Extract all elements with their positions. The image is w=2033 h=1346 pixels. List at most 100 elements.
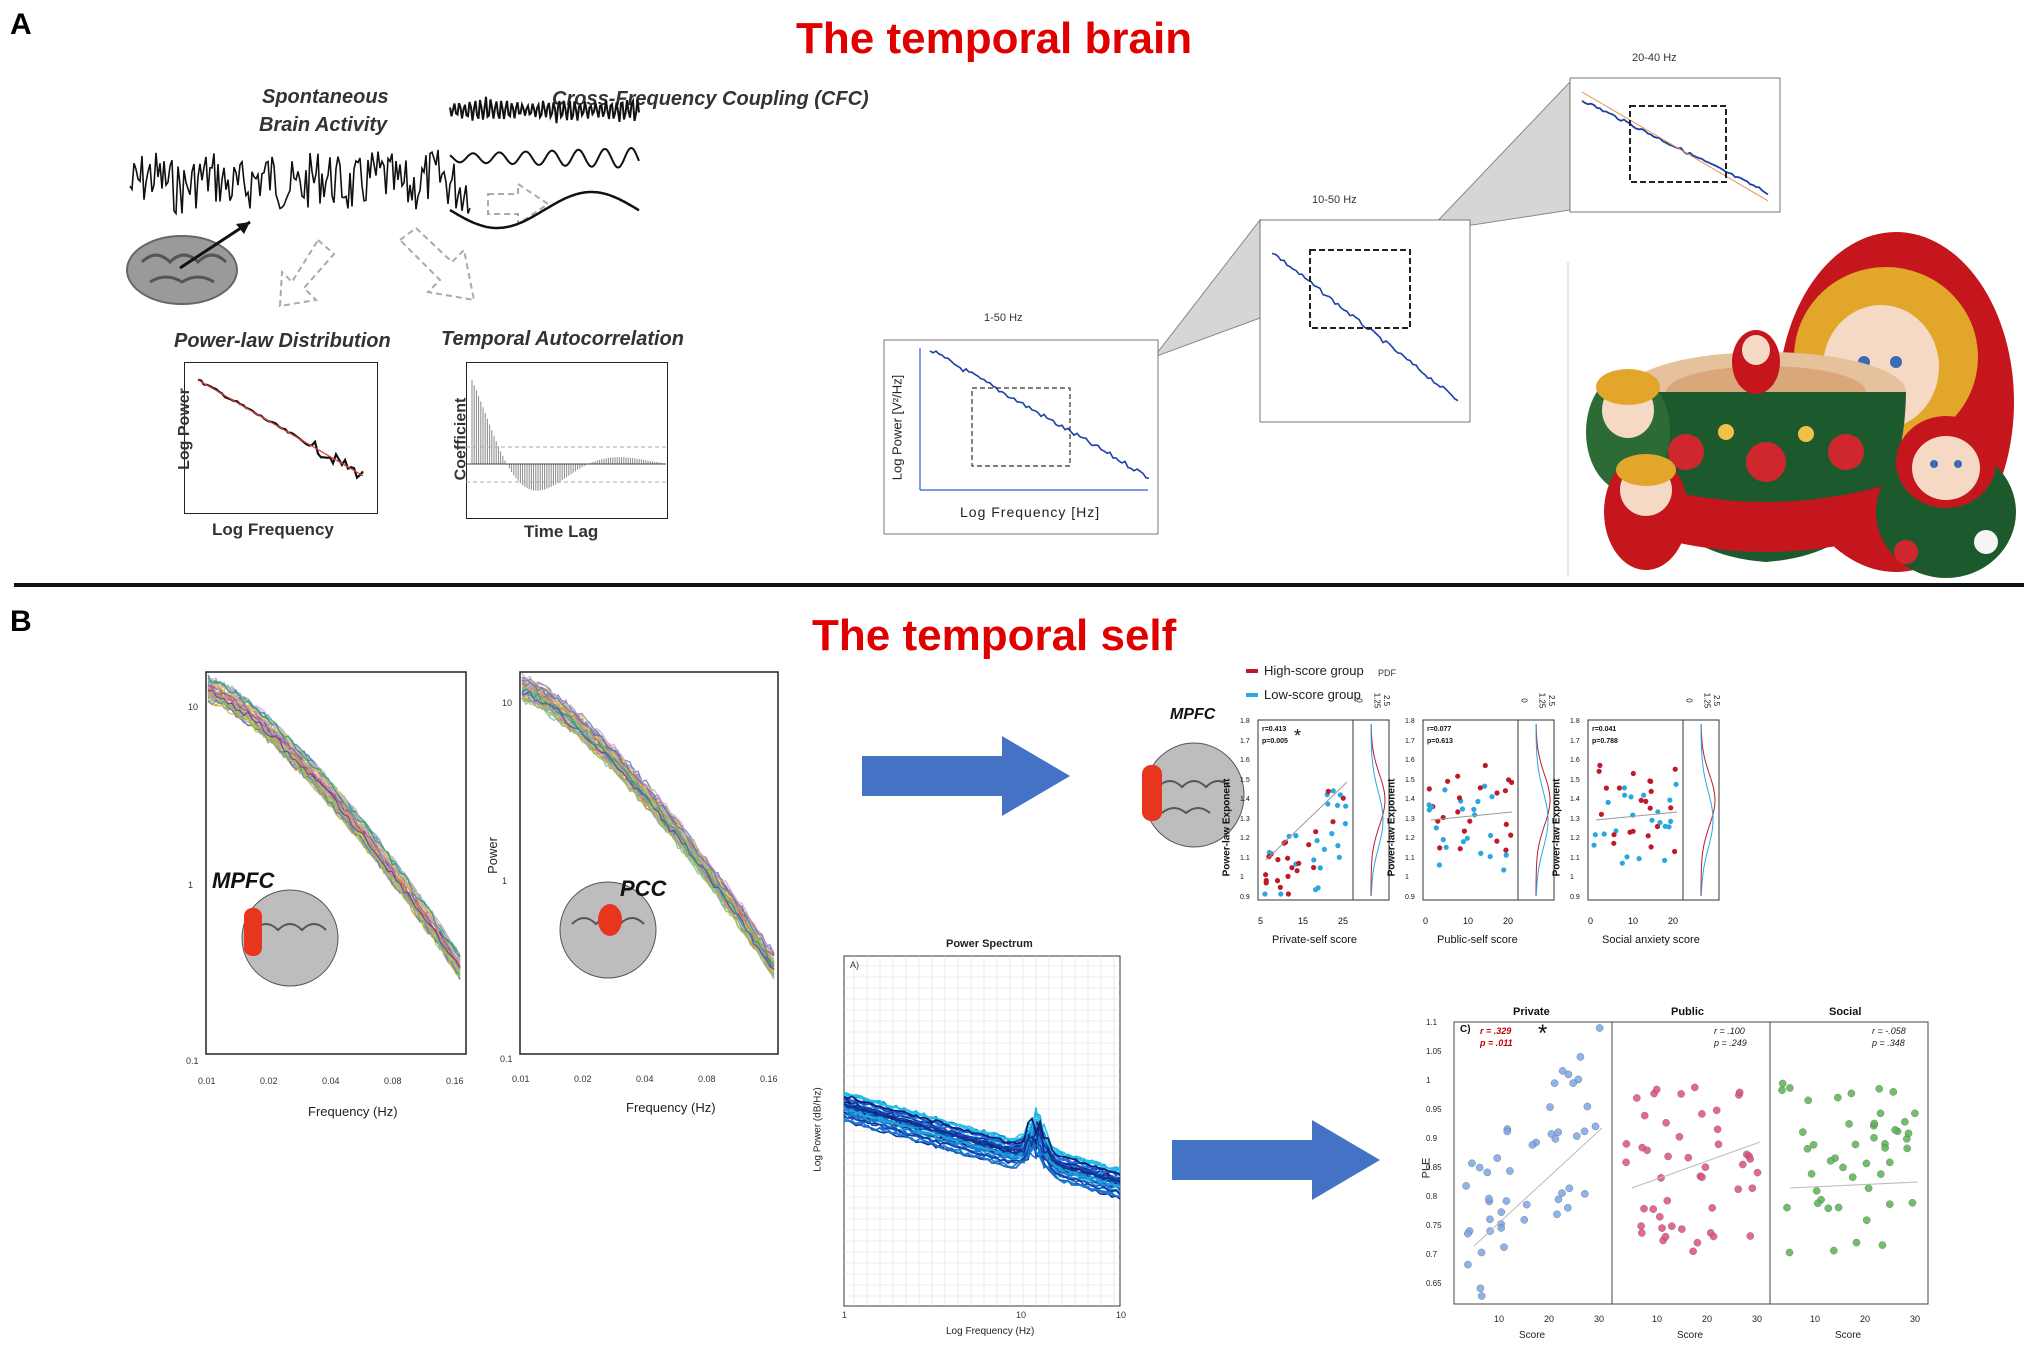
legend-high-swatch <box>1246 668 1258 673</box>
spec-left-xtick: 0.01 <box>198 1076 216 1086</box>
spec-left-ytick-0: 10 <box>188 702 199 712</box>
top-scatter-ytick: 1.7 <box>1570 737 1580 745</box>
spec-left-xlabel: Frequency (Hz) <box>308 1104 398 1119</box>
spec-left-xtick: 0.02 <box>260 1076 278 1086</box>
raw-signal-trace <box>129 149 471 216</box>
cfc-fast-wave <box>449 96 640 124</box>
bottom-faceted-scatter <box>1453 1021 1929 1305</box>
top-scatter-pdf-tick: 1.25 <box>1537 692 1547 709</box>
label-powerlaw-title: Power-law Distribution <box>174 330 391 352</box>
blue-arrow-top <box>862 736 1070 816</box>
bottom-facet-star: * <box>1538 1020 1548 1047</box>
powerlaw-curve <box>197 378 364 480</box>
legend-high: High-score group <box>1246 662 1364 680</box>
bottom-facet-p: p = .348 <box>1872 1038 1905 1048</box>
top-scatter-ytick: 1.6 <box>1405 757 1415 764</box>
bottom-facet-name: Private <box>1513 1006 1550 1018</box>
top-scatter-xlabel: Private-self score <box>1272 934 1357 946</box>
spec-left-ytick-2: 0.1 <box>186 1056 199 1066</box>
top-scatter-ytick: 1.4 <box>1405 796 1415 803</box>
bottom-facet-xlabel: Score <box>1835 1330 1862 1341</box>
eeg-xlabel: Log Frequency (Hz) <box>946 1326 1035 1337</box>
bottom-facet-xlabel: Score <box>1519 1330 1546 1341</box>
top-scatter-r: r=0.077 <box>1427 726 1452 733</box>
bottom-ytick: 1 <box>1426 1076 1431 1085</box>
bottom-panel-letter: C) <box>1460 1024 1471 1035</box>
label-pcc: PCC <box>620 876 667 901</box>
eeg-spectrum-title: Power Spectrum <box>946 938 1033 950</box>
top-scatter-ytick: 0.9 <box>1405 893 1415 901</box>
spec-right-xtick: 0.02 <box>574 1074 592 1084</box>
bottom-facet-name: Public <box>1671 1006 1705 1018</box>
cfc-slow-wave <box>449 190 640 230</box>
powerlaw-ylabel: Log Power <box>175 388 193 470</box>
top-scatter-xtick: 15 <box>1298 916 1309 926</box>
mpfc-brain-icon-scatter <box>1142 742 1245 848</box>
top-scatter-xtick: 0 <box>1588 916 1594 926</box>
eeg-panel-letter: A) <box>850 960 859 970</box>
top-scatter-ytick: 1.8 <box>1570 718 1580 725</box>
top-scatter-ytick: 1.3 <box>1240 815 1250 823</box>
bottom-ytick: 0.95 <box>1426 1105 1442 1114</box>
top-scatter-p: p=0.788 <box>1592 738 1618 745</box>
top-scatter-r: r=0.041 <box>1592 726 1617 733</box>
top-scatter-pdf-tick: 2.5 <box>1547 694 1557 707</box>
top-scatter-ytick: 1 <box>1240 874 1244 881</box>
top-scatter-ylabel: Power-law Exponent <box>1386 778 1398 877</box>
label-mpfc-scatter: MPFC <box>1170 706 1216 723</box>
spec-left-ytick-1: 1 <box>188 880 194 890</box>
top-scatter-ytick: 1.4 <box>1240 796 1250 803</box>
bottom-facet-xtick: 30 <box>1752 1314 1763 1324</box>
top-scatter-plots <box>1257 719 1720 901</box>
title-temporal-brain: The temporal brain <box>796 14 1193 63</box>
top-scatter-p: p=0.005 <box>1262 738 1288 745</box>
spec-left-xtick: 0.04 <box>322 1076 340 1086</box>
top-scatter-xtick: 5 <box>1258 916 1264 926</box>
top-scatter-xtick: 20 <box>1503 916 1514 926</box>
top-scatter-p: p=0.613 <box>1427 738 1453 745</box>
top-scatter-pdf-tick: 1.25 <box>1372 692 1382 709</box>
dashed-arrow-down-left <box>278 238 336 308</box>
legend-low-swatch <box>1246 692 1258 697</box>
spec-right-xlabel: Frequency (Hz) <box>626 1100 716 1115</box>
top-scatter-xtick: 25 <box>1338 916 1349 926</box>
label-brain-activity: Brain Activity <box>259 114 388 136</box>
legend-low-text: Low-score group <box>1264 687 1361 702</box>
bottom-ytick: 1.05 <box>1426 1047 1442 1056</box>
top-scatter-xlabel: Social anxiety score <box>1602 934 1700 946</box>
bottom-ytick: 0.8 <box>1426 1192 1438 1201</box>
bottom-facet-xtick: 10 <box>1810 1314 1821 1324</box>
bottom-facet-xtick: 20 <box>1860 1314 1871 1324</box>
top-scatter-xlabel: Public-self score <box>1437 934 1518 946</box>
spec-right-xtick: 0.16 <box>760 1074 778 1084</box>
top-scatter-ytick: 1.1 <box>1240 854 1250 862</box>
top-scatter-xtick: 10 <box>1463 916 1474 926</box>
spec-right-xtick: 0.01 <box>512 1074 530 1084</box>
top-scatter-pdf-tick: 2.5 <box>1382 694 1392 707</box>
top-scatter-ytick: 1.8 <box>1240 718 1250 725</box>
top-scatter-ytick: 1.7 <box>1240 737 1250 745</box>
panel-letter-b: B <box>10 605 32 638</box>
label-spontaneous: Spontaneous <box>262 86 389 108</box>
section-divider <box>14 583 2024 587</box>
mpfc-brain-icon <box>241 889 339 987</box>
nested-band2-label: 10-50 Hz <box>1312 194 1357 206</box>
autocorr-ylabel: Coefficient <box>452 397 470 481</box>
top-scatter-ytick: 1 <box>1405 874 1409 881</box>
nested-ylabel: Log Power [V²/Hz] <box>889 374 905 481</box>
top-scatter-pdf-tick: 1.25 <box>1702 692 1712 709</box>
bottom-facet-r: r = -.058 <box>1872 1026 1906 1036</box>
legend-high-text: High-score group <box>1264 663 1364 678</box>
bottom-facet-xtick: 10 <box>1652 1314 1663 1324</box>
top-scatter-ytick: 1.2 <box>1240 835 1250 842</box>
bottom-facet-p: p = .249 <box>1714 1038 1747 1048</box>
top-scatter-star: * <box>1294 726 1302 746</box>
top-scatter-ytick: 1.6 <box>1240 757 1250 764</box>
top-scatter-ytick: 1.4 <box>1570 796 1580 803</box>
powerlaw-plot <box>184 362 378 514</box>
top-scatter-xtick: 10 <box>1628 916 1639 926</box>
top-scatter-ytick: 1.1 <box>1570 854 1580 862</box>
eeg-xtick-1: 10 <box>1016 1310 1027 1320</box>
matryoshka-dolls-image <box>1567 232 2016 578</box>
title-temporal-self: The temporal self <box>812 611 1177 660</box>
